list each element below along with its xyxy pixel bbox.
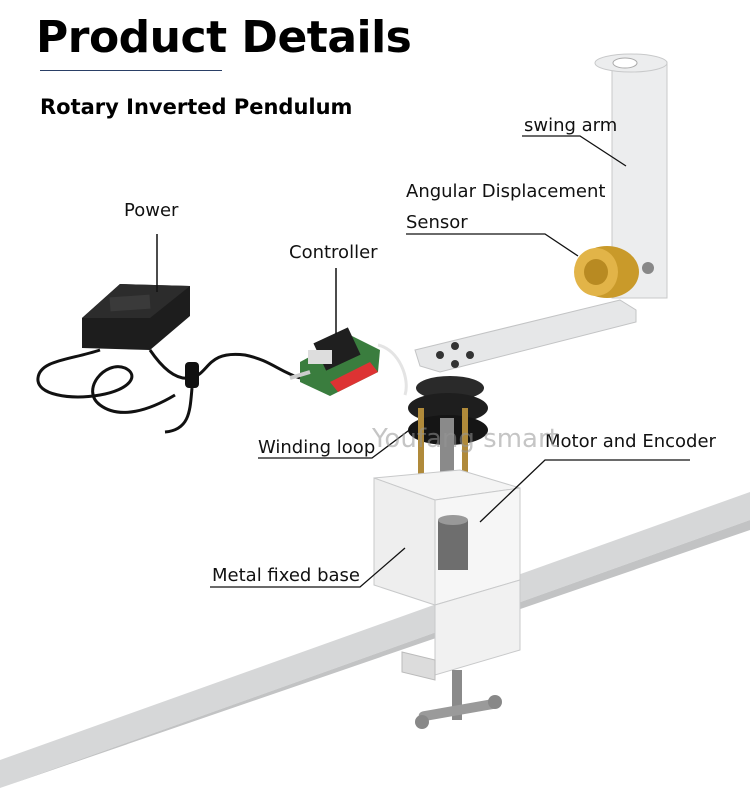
label-swing-arm: swing arm [524,115,618,136]
label-angular-line2: Sensor [406,212,468,233]
horizontal-arm [414,299,637,373]
metal-base [373,469,521,729]
power-adapter [36,284,301,434]
label-motor-encoder: Motor and Encoder [545,431,716,452]
table-edge [0,492,750,788]
controller-board [289,327,380,396]
label-controller: Controller [289,242,378,263]
watermark: Youfang smart [372,424,559,454]
title-underline [40,70,222,71]
page-title: Product Details [36,12,412,63]
leader-lines [210,135,690,588]
page-subtitle: Rotary Inverted Pendulum [40,95,353,119]
winding-loop [408,376,488,488]
label-power: Power [124,200,179,221]
angular-sensor [574,246,654,298]
label-metal-base: Metal fixed base [212,565,360,586]
label-angular-line1: Angular Displacement [406,181,606,202]
label-winding-loop: Winding loop [258,437,376,458]
